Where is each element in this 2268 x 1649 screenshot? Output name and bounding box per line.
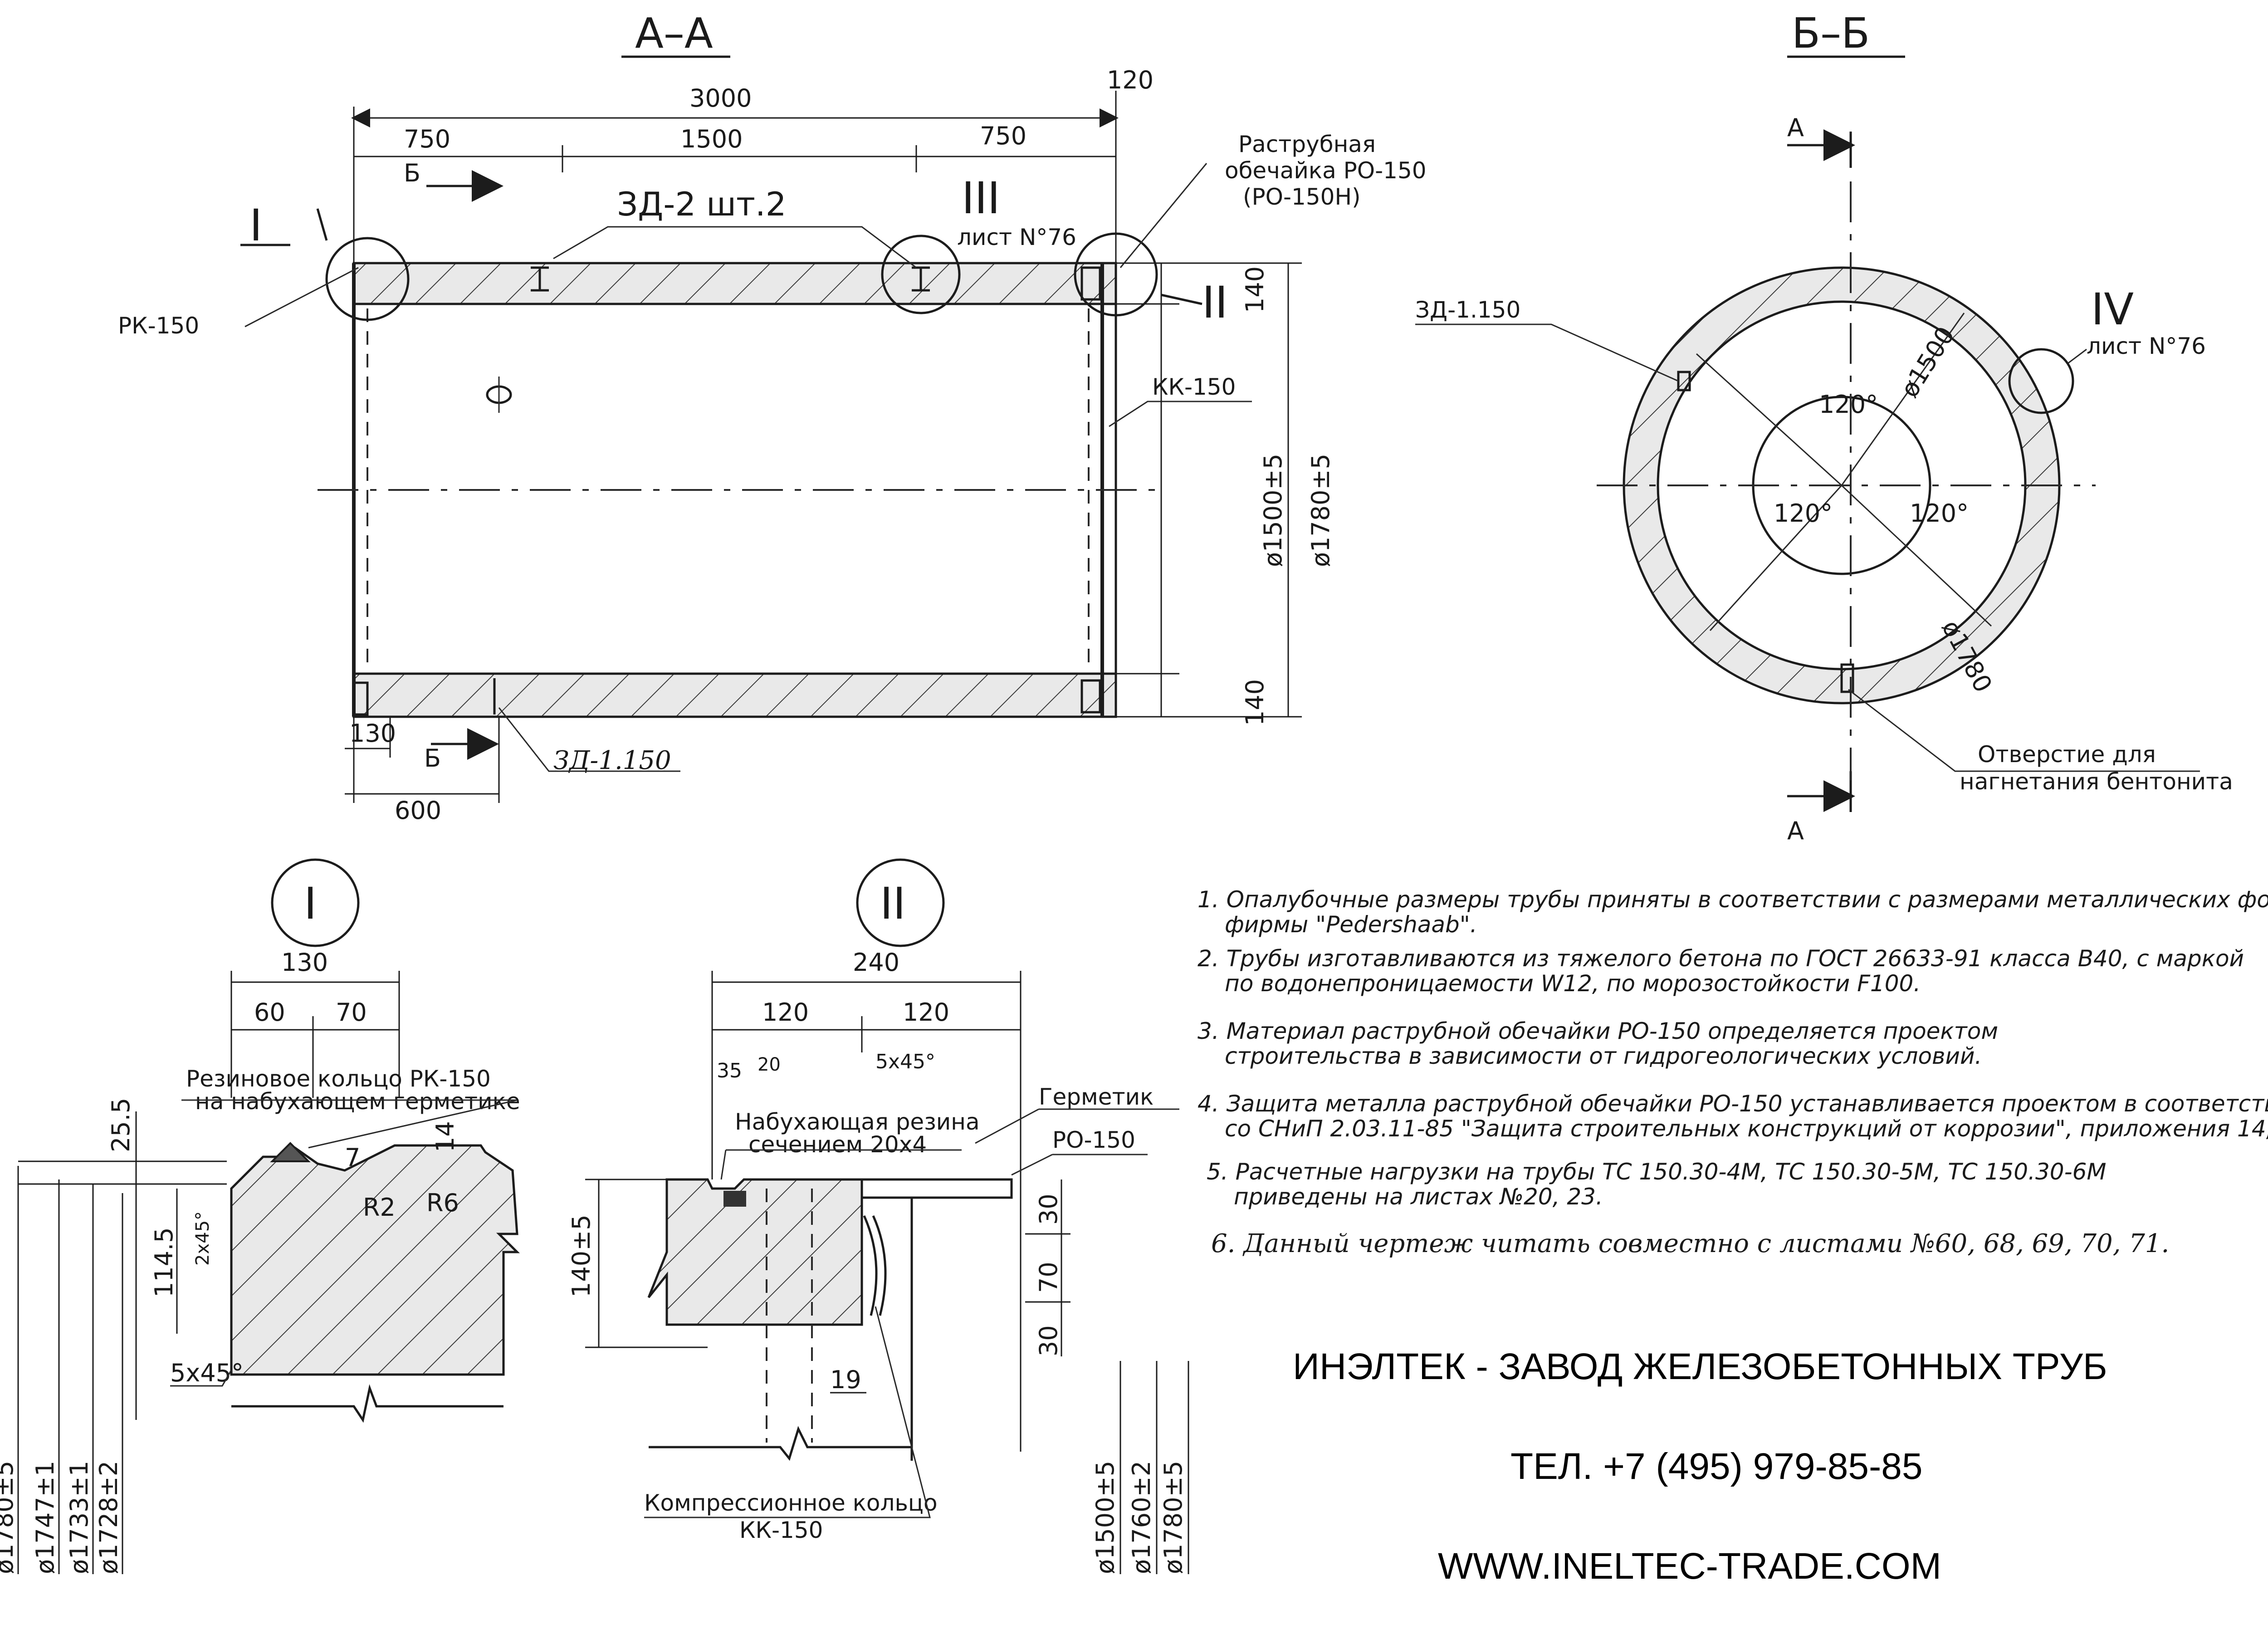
detail-i-dia-1780: ø1780±5	[0, 1461, 19, 1574]
detail-ii-dia-1780: ø1780±5	[1159, 1461, 1188, 1574]
angle-top: 120°	[1819, 390, 1878, 419]
detail-ii-dim-70: 70	[1034, 1262, 1063, 1293]
dim-600-aa: 600	[395, 796, 441, 825]
dim-750-left: 750	[404, 125, 450, 153]
callout-iii: III	[962, 173, 1000, 224]
dim-140-bottom: 140	[1241, 679, 1269, 726]
section-bb: Б–Б А А ЗД-1.150 IV лист N°76 120° 120° …	[1415, 9, 2233, 845]
detail-i-label-ring: Резиновое кольцо РК-150 на набухающем ге…	[186, 1066, 520, 1115]
note-4: 4. Защита металла раструбной обечайки РО…	[1198, 1091, 2268, 1142]
company-website: WWW.INELTEC-TRADE.COM	[1438, 1546, 1941, 1587]
detail-ii: II 240 120 120 35 20 5x45° Герметик Набу…	[567, 858, 1189, 1574]
label-socket: Раструбная обечайка РО-150 (РО-150Н)	[1225, 131, 1434, 210]
detail-ii-label-swelling: Набухающая резина сечением 20x4	[735, 1109, 987, 1158]
detail-ii-title: II	[880, 878, 906, 929]
detail-i-r6: R6	[426, 1189, 459, 1217]
detail-i-r2: R2	[363, 1193, 396, 1222]
dim-d1500: ø1500±5	[1259, 454, 1287, 567]
detail-ii-label-compression: Компрессионное кольцо КК-150	[644, 1490, 944, 1543]
note-2: 2. Трубы изготавливаются из тяжелого бет…	[1198, 945, 2251, 997]
note-1: 1. Опалубочные размеры трубы приняты в с…	[1198, 886, 2268, 938]
detail-ii-dim-140: 140±5	[567, 1214, 596, 1297]
detail-i-dia-1728: ø1728±2	[94, 1461, 123, 1574]
cut-mark-b-top: Б	[404, 159, 420, 187]
detail-i-dim-25-5: 25.5	[107, 1098, 135, 1152]
detail-i-title: I	[304, 878, 317, 929]
dim-750-right: 750	[980, 122, 1026, 150]
company-name: ИНЭЛТЕК - ЗАВОД ЖЕЛЕЗОБЕТОННЫХ ТРУБ	[1293, 1346, 2107, 1387]
notes-block: 1. Опалубочные размеры трубы приняты в с…	[1198, 886, 2268, 1258]
callout-ii: II	[1202, 277, 1228, 328]
note-3: 3. Материал раструбной обечайки РО-150 о…	[1198, 1018, 2005, 1069]
cut-mark-a-top: А	[1787, 113, 1804, 142]
detail-ii-dim-19: 19	[830, 1365, 861, 1394]
note-6: 6. Данный чертеж читать совместно с лист…	[1211, 1229, 2169, 1258]
detail-ii-dim-35: 35	[717, 1059, 742, 1082]
detail-i-dim-114-5: 114.5	[150, 1227, 178, 1297]
company-phone: ТЕЛ. +7 (495) 979-85-85	[1510, 1446, 1923, 1487]
detail-ii-dim-120-left: 120	[762, 998, 809, 1027]
label-hole: Отверстие для нагнетания бентонита	[1960, 741, 2233, 795]
detail-i-dim-7: 7	[345, 1143, 360, 1172]
dim-120: 120	[1107, 66, 1154, 94]
detail-ii-dim-30-bottom: 30	[1034, 1325, 1063, 1356]
detail-i-dim-60: 60	[254, 998, 285, 1027]
label-list-76: лист N°76	[957, 224, 1076, 250]
detail-ii-dim-120-right: 120	[903, 998, 949, 1027]
label-kk150: КК-150	[1152, 374, 1236, 400]
note-5: 5. Расчетные нагрузки на трубы ТС 150.30…	[1207, 1159, 2113, 1210]
company-block: ИНЭЛТЕК - ЗАВОД ЖЕЛЕЗОБЕТОННЫХ ТРУБ ТЕЛ.…	[1293, 1346, 2107, 1587]
view-title-bb: Б–Б	[1792, 9, 1870, 58]
detail-ii-dim-5x45: 5x45°	[875, 1050, 935, 1073]
dim-d1500-bb: ø1500	[1895, 322, 1960, 402]
label-zd1-bb: ЗД-1.150	[1415, 297, 1520, 323]
label-zd1-aa: ЗД-1.150	[553, 746, 671, 775]
detail-ii-label-ro: РО-150	[1052, 1127, 1135, 1153]
detail-i-dim-70: 70	[336, 998, 367, 1027]
callout-i: I	[249, 200, 262, 251]
view-title-aa: А–А	[635, 9, 713, 58]
dim-130-aa: 130	[349, 719, 396, 748]
detail-ii-dim-20: 20	[758, 1054, 781, 1075]
detail-i-dim-14: 14	[431, 1121, 459, 1152]
angle-left: 120°	[1774, 499, 1833, 528]
detail-i-dim-130: 130	[281, 948, 328, 977]
dim-3000: 3000	[689, 84, 752, 113]
label-list-76-bb: лист N°76	[2087, 333, 2206, 359]
angle-right: 120°	[1910, 499, 1969, 528]
dim-1500: 1500	[680, 125, 743, 153]
detail-i-dia-1733: ø1733±1	[65, 1461, 93, 1574]
detail-i-chamfer: 5x45°	[170, 1359, 244, 1387]
dim-140-top: 140	[1241, 266, 1269, 313]
detail-i-dia-1747: ø1747±1	[31, 1461, 59, 1574]
section-aa: А–А 3000 120 750 1500 750 Б	[118, 9, 1434, 825]
detail-i: I 130 60 70 Резиновое кольцо РК-150 на н…	[0, 858, 520, 1574]
cut-mark-b-bottom: Б	[424, 744, 441, 773]
dim-d1780: ø1780±5	[1306, 454, 1335, 567]
callout-iv: IV	[2091, 284, 2134, 335]
detail-ii-dim-30-top: 30	[1034, 1194, 1063, 1225]
label-rk150: РК-150	[118, 313, 199, 339]
detail-i-dim-2x45: 2x45°	[192, 1211, 213, 1266]
label-zd2: ЗД-2 шт.2	[617, 185, 787, 223]
detail-ii-dia-1760: ø1760±2	[1127, 1461, 1156, 1574]
cut-mark-a-bottom: А	[1787, 817, 1804, 845]
detail-ii-dim-240: 240	[853, 948, 899, 977]
detail-ii-dia-1500: ø1500±5	[1091, 1461, 1119, 1574]
detail-ii-label-sealant: Герметик	[1039, 1084, 1154, 1110]
